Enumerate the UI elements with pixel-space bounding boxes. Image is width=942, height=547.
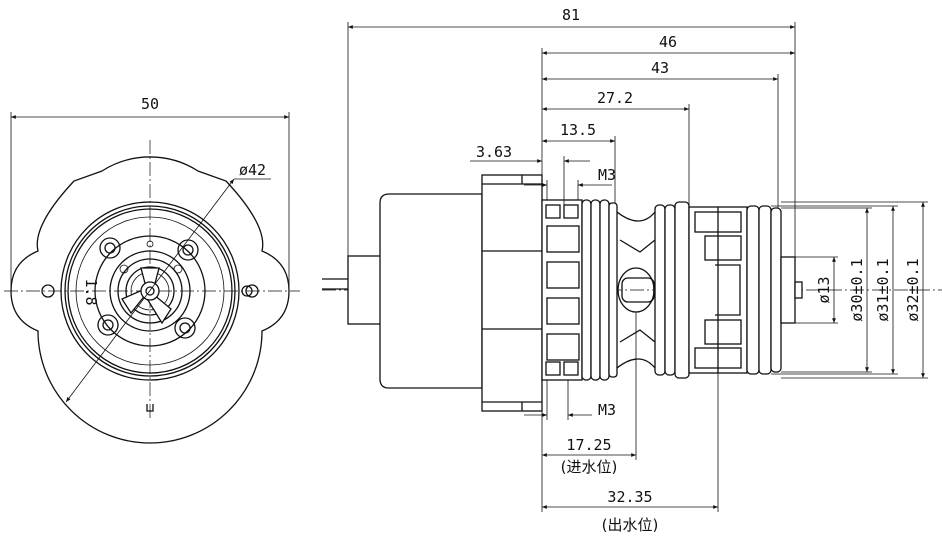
side-top-dimensions: 81 46 43 27.2 13.5 3.63 [347, 6, 796, 257]
dim-inlet: 17.25 [566, 436, 611, 454]
front-ear-hole-right [245, 284, 259, 298]
front-ear-hole-left [41, 284, 55, 298]
dim-363: 3.63 [476, 143, 512, 161]
dim-46: 46 [659, 33, 677, 51]
front-width-label: 50 [141, 95, 159, 113]
side-view: 81 46 43 27.2 13.5 3.63 [322, 6, 942, 534]
dim-13: 13.5 [560, 121, 596, 139]
dim-overall-length: 81 [562, 6, 580, 24]
front-diameter-label: ø42 [239, 161, 266, 179]
side-orings-mid [654, 201, 690, 379]
dim-shaft-diameter: ø13 [815, 276, 833, 303]
inlet-label: (进水位) [561, 458, 618, 476]
thread-bottom: M3 [598, 401, 616, 419]
front-flange-outline [10, 156, 290, 444]
side-diameter-dimensions: ø13 ø30±0.1 ø31±0.1 ø32±0.1 [771, 201, 928, 379]
thread-top: M3 [598, 166, 616, 184]
front-width-dimension: 50 [10, 95, 290, 291]
front-view: 1.8 50 ø42 [4, 95, 300, 444]
dim-diameter-30: ø30±0.1 [848, 258, 866, 321]
side-motor-housing [379, 193, 483, 389]
dim-diameter-32: ø32±0.1 [904, 258, 922, 321]
dim-27: 27.2 [597, 89, 633, 107]
side-bottom-dimensions: M3 17.25 (进水位) 32.35 (出水位) [524, 312, 719, 534]
outlet-label: (出水位) [602, 516, 659, 534]
dim-diameter-31: ø31±0.1 [874, 258, 892, 321]
side-flange [481, 174, 543, 412]
side-orings-right [746, 205, 782, 375]
dim-43: 43 [651, 59, 669, 77]
side-outlet-cage [688, 206, 748, 374]
front-diameter-dimension: ø42 [65, 161, 271, 403]
front-face-mark: 1.8 [82, 278, 100, 305]
side-orings-left [581, 199, 618, 381]
dim-outlet: 32.35 [607, 488, 652, 506]
side-shaft [780, 256, 796, 324]
side-inlet-section [541, 199, 583, 381]
